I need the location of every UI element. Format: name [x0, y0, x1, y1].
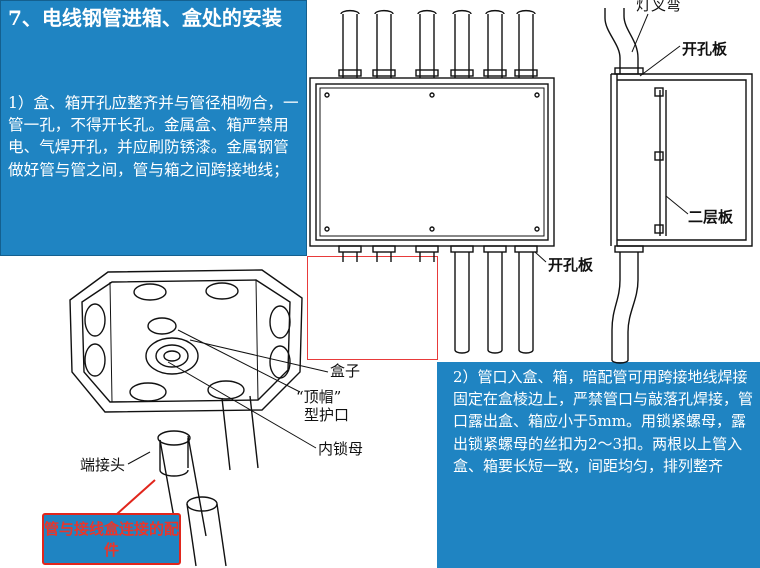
distribution-box-side-view: [604, 8, 753, 364]
label-box: 盒子: [330, 362, 361, 380]
instruction-paragraph-1: 1）盒、箱开孔应整齐并与管径相吻合，一管一孔，不得开长孔。金属盒、箱严禁用电、气…: [8, 94, 299, 179]
label-hole-plate-bottom: 开孔板: [548, 256, 594, 274]
label-inner-nut: 内锁母: [318, 440, 364, 458]
instruction-paragraph-2: 2）管口入盒、箱，暗配管可用跨接地线焊接固定在盒棱边上，严禁管口与敲落孔焊接，管…: [453, 368, 754, 475]
distribution-box-front-view: [309, 9, 555, 354]
highlight-frame: [307, 256, 438, 360]
label-lamp-bend: 灯叉弯: [636, 0, 682, 14]
label-top-cap-1: “顶帽”: [296, 388, 342, 406]
top-conduits: [338, 9, 538, 78]
junction-box-perspective: [69, 269, 329, 567]
label-hole-plate-top: 开孔板: [682, 40, 728, 58]
bottom-conduits: [338, 245, 538, 354]
description-panel-bottom: 2）管口入盒、箱，暗配管可用跨接地线焊接固定在盒棱边上，严禁管口与敲落孔焊接，管…: [437, 362, 760, 568]
label-end-connector: 端接头: [80, 456, 126, 474]
label-top-cap-2: 型护口: [304, 406, 350, 424]
label-second-plate: 二层板: [688, 208, 734, 226]
section-title: 7、电线钢管进箱、盒处的安装: [8, 6, 282, 30]
description-panel-top: 7、电线钢管进箱、盒处的安装 1）盒、箱开孔应整齐并与管径相吻合，一管一孔，不得…: [0, 0, 307, 256]
fittings-callout: 管与接线盒连接的配件: [42, 513, 181, 565]
highlight-frame-top: [307, 256, 438, 257]
